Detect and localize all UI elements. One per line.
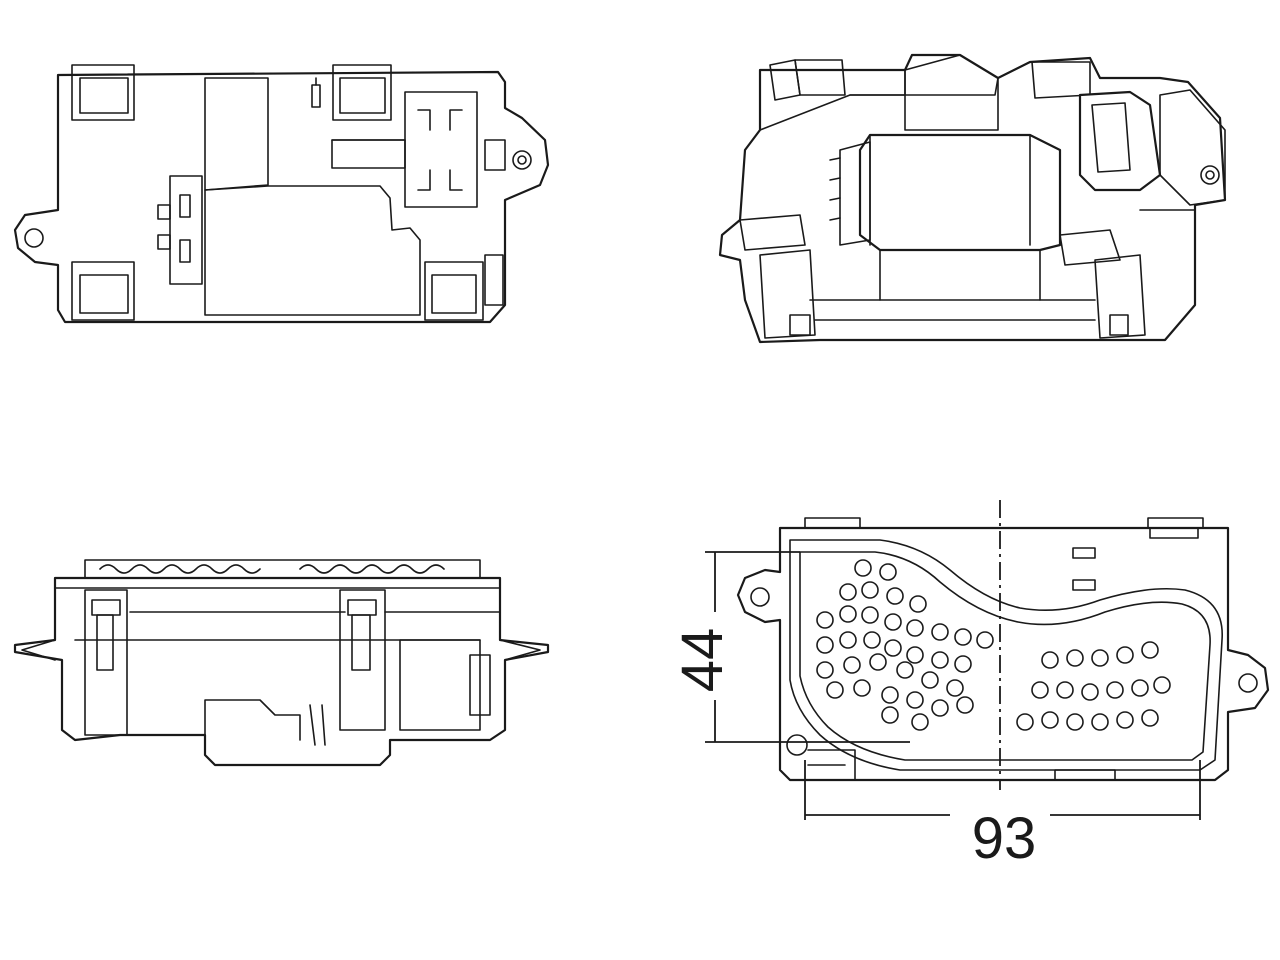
contact-dot	[879, 563, 897, 581]
contact-dot	[816, 636, 834, 654]
contact-dot	[1116, 711, 1134, 729]
contact-dot	[861, 581, 879, 599]
contact-dot	[884, 613, 902, 631]
contact-dot	[921, 671, 939, 689]
contact-dot	[854, 559, 872, 577]
contact-dot	[861, 606, 879, 624]
contact-dot	[931, 623, 949, 641]
height-dimension-label: 44	[670, 628, 735, 693]
contact-dot	[1131, 679, 1149, 697]
contact-dot	[911, 713, 929, 731]
contact-dot	[884, 639, 902, 657]
contact-dot	[1041, 711, 1059, 729]
contact-dot	[1066, 649, 1084, 667]
contact-dot	[1081, 683, 1099, 701]
contact-dot	[956, 696, 974, 714]
contact-dot	[1091, 713, 1109, 731]
contact-dot	[816, 611, 834, 629]
contact-dot	[931, 651, 949, 669]
contact-dot	[839, 631, 857, 649]
contact-dot	[1016, 713, 1034, 731]
contact-dot	[906, 646, 924, 664]
contact-dot	[1153, 676, 1171, 694]
view-isometric	[718, 53, 1227, 344]
contact-dot	[1116, 646, 1134, 664]
contact-dot	[896, 661, 914, 679]
contact-dot	[1106, 681, 1124, 699]
width-dimension-label: 93	[972, 806, 1037, 871]
view-top	[13, 64, 550, 324]
contact-dot	[976, 631, 994, 649]
contact-dot	[931, 699, 949, 717]
contact-dot-grid	[816, 559, 1171, 731]
contact-dot	[881, 706, 899, 724]
contact-dot	[1056, 681, 1074, 699]
contact-dot	[853, 679, 871, 697]
contact-dot	[839, 583, 857, 601]
contact-dot	[886, 587, 904, 605]
contact-dot	[909, 595, 927, 613]
contact-dot	[1031, 681, 1049, 699]
contact-dot	[946, 679, 964, 697]
contact-dot	[906, 691, 924, 709]
contact-dot	[954, 628, 972, 646]
contact-dot	[1141, 641, 1159, 659]
contact-dot	[906, 619, 924, 637]
contact-dot	[839, 605, 857, 623]
contact-dot	[1091, 649, 1109, 667]
contact-dot	[1066, 713, 1084, 731]
contact-dot	[869, 653, 887, 671]
contact-dot	[843, 656, 861, 674]
view-side	[13, 559, 550, 767]
contact-dot	[826, 681, 844, 699]
contact-dot	[954, 655, 972, 673]
view-bottom: 93 44	[670, 500, 1270, 871]
contact-dot	[881, 686, 899, 704]
contact-dot	[1141, 709, 1159, 727]
contact-dot	[1041, 651, 1059, 669]
contact-dot	[863, 631, 881, 649]
contact-dot	[816, 661, 834, 679]
